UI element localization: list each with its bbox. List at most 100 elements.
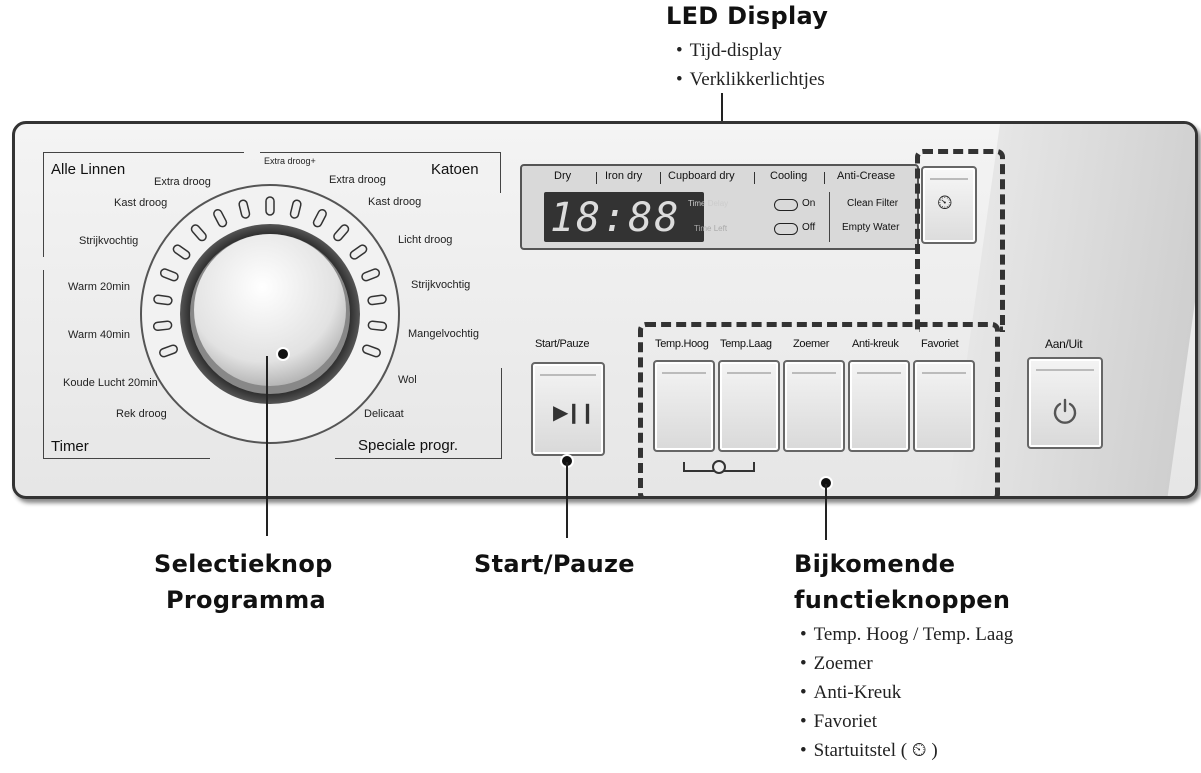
- led-display: Dry Iron dry Cupboard dry Cooling Anti-C…: [520, 164, 919, 250]
- dial-tick: [361, 268, 381, 282]
- extra-item-zoemer: Zoemer: [800, 649, 1013, 678]
- power-icon: [1053, 398, 1077, 424]
- led-header-cooling: Cooling: [770, 170, 808, 182]
- dial-tick: [362, 344, 381, 358]
- dial-tick: [333, 224, 350, 242]
- dial-tick: [153, 294, 173, 306]
- dial-tick: [159, 268, 179, 282]
- extra-item-temp: Temp. Hoog / Temp. Laag: [800, 620, 1014, 649]
- prog-strijkvochtig-right: Strijkvochtig: [411, 279, 471, 291]
- sound-on-icon: [774, 199, 798, 211]
- led-header-dry: Dry: [554, 170, 572, 182]
- led-display-list: Tijd-display Verklikkerlichtjes: [676, 36, 825, 94]
- program-dial[interactable]: [130, 174, 410, 454]
- dial-tick: [367, 294, 387, 306]
- selector-title-line1: Selectieknop: [154, 550, 333, 578]
- extra-item-startuitstel: Startuitstel ( ⏲ ): [800, 736, 1013, 765]
- selector-callout-dot: [276, 347, 290, 361]
- extra-keys-title-line1: Bijkomende: [794, 550, 956, 578]
- zoemer-button[interactable]: [783, 360, 845, 452]
- led-empty-water: Empty Water: [842, 222, 900, 233]
- group-label-timer: Timer: [51, 438, 89, 455]
- dial-tick: [312, 209, 327, 228]
- extra-keys-list: Temp. Hoog / Temp. Laag Zoemer Anti-Kreu…: [800, 620, 1014, 765]
- led-sound-on: On: [802, 198, 816, 209]
- prog-extra-droog-plus: Extra droog+: [264, 156, 316, 166]
- led-sep: [824, 172, 825, 184]
- start-pause-callout-line: [566, 462, 568, 538]
- led-header-cupboard-dry: Cupboard dry: [668, 170, 735, 182]
- prog-extra-droog-right: Extra droog: [329, 174, 386, 186]
- extra-item-anti-kreuk: Anti-Kreuk: [800, 678, 1013, 707]
- led-sep: [660, 172, 661, 184]
- child-lock-icon: [712, 460, 726, 474]
- group-frame-alle-linnen: [43, 152, 244, 257]
- start-pause-button[interactable]: ▶❙❙: [531, 362, 605, 456]
- clock-icon: ⏲: [937, 192, 953, 214]
- dial-tick: [289, 199, 302, 219]
- sound-off-icon: [774, 223, 798, 235]
- group-label-alle-linnen: Alle Linnen: [51, 161, 126, 178]
- prog-koude-lucht: Koude Lucht 20min: [63, 377, 158, 389]
- led-sound-off: Off: [802, 222, 816, 233]
- dial-tick: [367, 320, 388, 332]
- temp-hoog-button[interactable]: [653, 360, 715, 452]
- prog-kast-droog-left: Kast droog: [114, 197, 168, 209]
- control-panel: Alle Linnen Katoen Timer Speciale progr.…: [12, 121, 1198, 499]
- prog-strijkvochtig-left: Strijkvochtig: [79, 235, 139, 247]
- led-sep: [596, 172, 597, 184]
- selector-title-line2: Programma: [166, 586, 327, 614]
- led-clean-filter: Clean Filter: [847, 198, 899, 209]
- start-pause-label: Start/Pauze: [535, 338, 590, 350]
- extra-item-favoriet: Favoriet: [800, 707, 1013, 736]
- anti-kreuk-label: Anti-kreuk: [852, 338, 899, 350]
- dial-ticks: [152, 196, 388, 358]
- favoriet-button[interactable]: [913, 360, 975, 452]
- temp-laag-label: Temp.Laag: [720, 338, 772, 350]
- timer-key-dashed-connector: [915, 149, 1005, 332]
- led-divider: [829, 192, 830, 242]
- group-frame-katoen: [260, 152, 501, 193]
- prog-delicaat: Delicaat: [364, 408, 404, 420]
- led-digits: 18:88: [550, 195, 681, 241]
- extra-keys-title-line2: functieknoppen: [794, 586, 1011, 614]
- prog-kast-droog-right: Kast droog: [368, 196, 422, 208]
- prog-rek-droog: Rek droog: [116, 408, 167, 420]
- group-frame-timer: [43, 270, 210, 459]
- led-time-delay: Time Delay: [688, 199, 729, 208]
- dial-tick: [213, 209, 228, 228]
- dial-tick: [159, 344, 178, 358]
- dial-tick: [349, 244, 368, 260]
- dial-tick: [190, 224, 207, 242]
- group-frame-speciale: [335, 368, 502, 459]
- start-pause-title: Start/Pauze: [474, 550, 635, 578]
- function-keys-callout-line: [825, 484, 827, 540]
- dial-tick: [265, 196, 275, 216]
- group-label-speciale: Speciale progr.: [358, 437, 459, 454]
- play-pause-icon: ▶❙❙: [553, 402, 596, 424]
- temp-laag-button[interactable]: [718, 360, 780, 452]
- selector-callout-line: [266, 356, 268, 536]
- prog-licht-droog: Licht droog: [398, 234, 453, 246]
- led-item-indicator-lights: Verklikkerlichtjes: [676, 65, 825, 94]
- zoemer-label: Zoemer: [793, 338, 830, 350]
- group-label-katoen: Katoen: [431, 161, 479, 178]
- dial-tick: [172, 244, 191, 260]
- led-item-time-display: Tijd-display: [676, 36, 825, 65]
- prog-mangelvochtig: Mangelvochtig: [408, 328, 479, 340]
- prog-extra-droog-left: Extra droog: [154, 176, 211, 188]
- power-button[interactable]: [1027, 357, 1103, 449]
- led-header-anti-crease: Anti-Crease: [837, 170, 896, 182]
- favoriet-label: Favoriet: [921, 338, 959, 350]
- prog-warm-40: Warm 40min: [68, 329, 130, 341]
- power-label: Aan/Uit: [1045, 337, 1083, 351]
- dial-tick: [238, 199, 251, 219]
- led-display-title: LED Display: [666, 2, 829, 30]
- led-time-left: Time Left: [694, 224, 728, 233]
- led-sep: [754, 172, 755, 184]
- led-header-iron-dry: Iron dry: [605, 170, 643, 182]
- start-delay-button[interactable]: ⏲: [921, 166, 977, 244]
- prog-wol: Wol: [398, 374, 417, 386]
- anti-kreuk-button[interactable]: [848, 360, 910, 452]
- function-keys-group: [638, 322, 1000, 496]
